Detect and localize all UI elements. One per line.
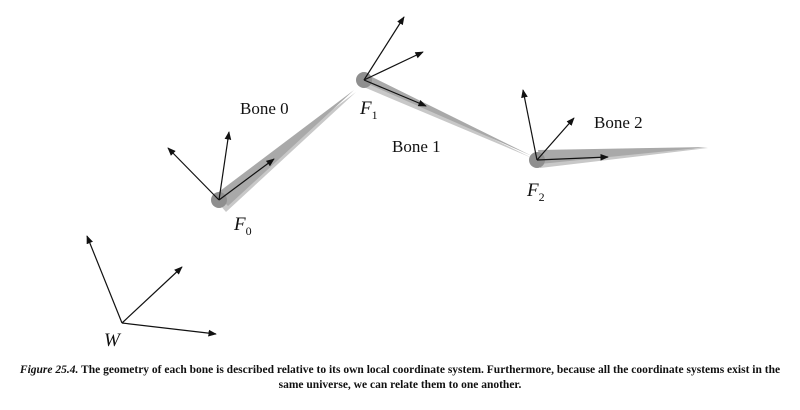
frame-0-label: F0 [233, 214, 252, 238]
bone-0-label: Bone 0 [240, 99, 289, 118]
frame-1-axis-a [363, 16, 405, 81]
frame-2-axis-c [536, 153, 609, 161]
frame-1-axis-b [363, 51, 424, 81]
frame-2-axis-a [521, 89, 538, 161]
world-axis-c [121, 322, 217, 337]
world-frame-axes [86, 235, 217, 337]
caption-text: The geometry of each bone is described r… [78, 364, 781, 391]
world-axis-b [121, 266, 183, 324]
world-axis-a [86, 235, 123, 324]
bone-1-label: Bone 1 [392, 137, 441, 156]
bone-2-label: Bone 2 [594, 113, 643, 132]
skeleton-diagram: Bone 0 Bone 1 Bone 2 F0 F1 F2 W [86, 16, 708, 351]
bone-2 [538, 147, 708, 168]
frame-1-label: F1 [359, 98, 378, 122]
frame-2-label: F2 [526, 180, 545, 204]
figure-caption: Figure 25.4. The geometry of each bone i… [10, 363, 790, 393]
bone-1 [360, 72, 532, 158]
frame-0-axes [167, 131, 275, 201]
frame-2-axis-b [536, 117, 575, 161]
frame-1-axis-c [363, 79, 427, 107]
bone-1-shape [362, 72, 532, 156]
frame-2-axes [521, 89, 609, 161]
frame-1-axes [363, 16, 427, 107]
world-frame-label: W [104, 330, 122, 351]
bone-2-shape [538, 147, 708, 164]
caption-label: Figure 25.4. [19, 364, 79, 376]
frame-0-axis-b [218, 131, 232, 201]
frame-0-axis-a [167, 147, 220, 201]
frame-0-axis-c [218, 158, 275, 201]
